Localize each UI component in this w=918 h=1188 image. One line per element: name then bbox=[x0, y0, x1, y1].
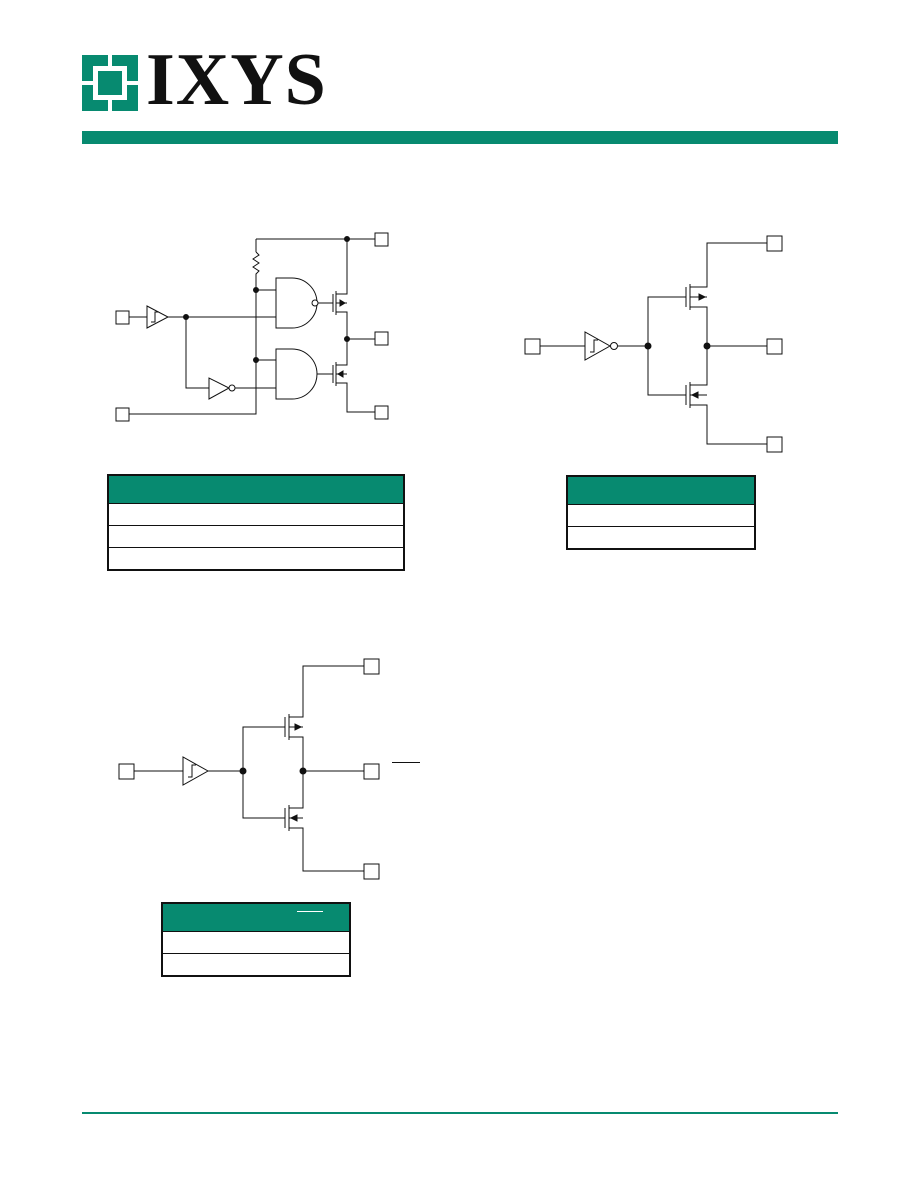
schmitt-buffer-icon bbox=[584, 331, 612, 361]
truth-table-1 bbox=[107, 474, 405, 571]
schematic-2 bbox=[524, 235, 783, 453]
table-header bbox=[108, 475, 404, 504]
pin-box-icon bbox=[766, 338, 783, 355]
header-rule bbox=[82, 131, 838, 144]
schematic-3 bbox=[118, 658, 380, 880]
schmitt-buffer-icon bbox=[182, 756, 210, 786]
pin-box-icon bbox=[363, 863, 380, 880]
pin-box-icon bbox=[766, 436, 783, 453]
inverter-icon bbox=[208, 377, 231, 400]
pin-box-icon bbox=[363, 763, 380, 780]
overbar-mark bbox=[392, 762, 420, 763]
and-gate-icon bbox=[275, 348, 318, 400]
and-gate-icon bbox=[275, 277, 318, 329]
ixys-logo-text: IXYS bbox=[146, 39, 327, 121]
table-row bbox=[108, 525, 404, 548]
mosfet-icon bbox=[284, 771, 364, 872]
table-row bbox=[567, 526, 755, 549]
table-header bbox=[567, 476, 755, 505]
truth-table-2 bbox=[566, 475, 756, 550]
schematic-1 bbox=[115, 232, 389, 422]
mosfet-icon bbox=[332, 239, 348, 339]
mosfet-icon bbox=[284, 665, 364, 771]
overbar-mark bbox=[297, 911, 323, 912]
resistor-icon bbox=[252, 251, 260, 290]
pin-box-icon bbox=[374, 405, 389, 420]
table-row bbox=[108, 503, 404, 526]
schmitt-buffer-icon bbox=[146, 305, 170, 329]
table-row bbox=[162, 953, 350, 976]
mosfet-icon bbox=[332, 339, 375, 413]
mosfet-icon bbox=[685, 242, 767, 346]
mosfet-icon bbox=[685, 346, 767, 445]
ixys-logo-mark-icon bbox=[82, 55, 138, 111]
pin-box-icon bbox=[115, 310, 130, 325]
pin-box-icon bbox=[118, 763, 135, 780]
table-header bbox=[162, 903, 350, 932]
table-row bbox=[108, 547, 404, 570]
pin-box-icon bbox=[374, 232, 389, 247]
pin-box-icon bbox=[524, 338, 541, 355]
pin-box-icon bbox=[374, 331, 389, 346]
pin-box-icon bbox=[115, 407, 130, 422]
table-row bbox=[567, 504, 755, 527]
pin-box-icon bbox=[766, 235, 783, 252]
pin-box-icon bbox=[363, 658, 380, 675]
truth-table-3 bbox=[161, 902, 351, 977]
table-row bbox=[162, 931, 350, 954]
footer-rule bbox=[82, 1112, 838, 1114]
